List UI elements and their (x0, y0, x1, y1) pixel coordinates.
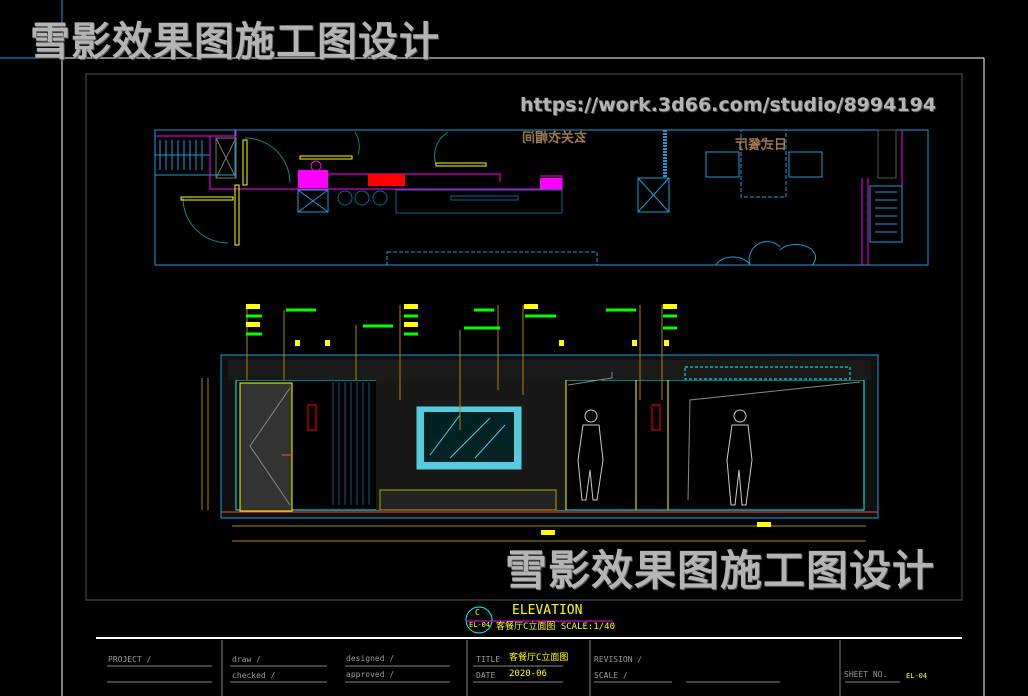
human-figure-2 (726, 409, 753, 506)
title-block-lines (96, 637, 962, 696)
elevation-subtitle: 客餐厅C立面图 SCALE:1/40 (496, 622, 616, 632)
tag-letter: C (475, 608, 480, 617)
sheet-inner-frame (85, 73, 963, 601)
elevation-drawing (201, 304, 879, 542)
scale-label: SCALE / (594, 671, 628, 680)
sheet-outer-frame (61, 57, 985, 696)
elevation-heading: ELEVATION (512, 603, 583, 618)
date-value: 2020-06 (509, 669, 547, 679)
watermark-title-bottom: 雪影效果图施工图设计 (505, 546, 936, 595)
floor-plan (154, 129, 929, 266)
project-label: PROJECT / (108, 655, 152, 664)
approved-label: approved / (346, 670, 395, 679)
checked-label: checked / (232, 671, 276, 680)
title-value: 客餐厅C立面图 (509, 653, 569, 663)
date-label: DATE (476, 671, 496, 680)
draw-label: draw / (232, 655, 261, 664)
plan-room-label-dining: 日式餐厅 (735, 138, 788, 153)
sheet-label: SHEET NO. (844, 670, 888, 679)
plan-room-label-entry: 玄关衣帽间 (522, 131, 588, 146)
title-label: TITLE (476, 655, 501, 664)
sheet-value: EL-04 (906, 672, 928, 680)
watermark-title-top: 雪影效果图施工图设计 (30, 19, 440, 65)
elevation-tag-circle (465, 606, 493, 634)
watermark-url: https://work.3d66.com/studio/8994194 (520, 94, 937, 116)
revision-label: REVISION / (594, 655, 643, 664)
designed-label: designed / (346, 654, 395, 663)
tag-sheet: EL-04 (469, 621, 491, 629)
human-figure-1 (577, 409, 604, 501)
